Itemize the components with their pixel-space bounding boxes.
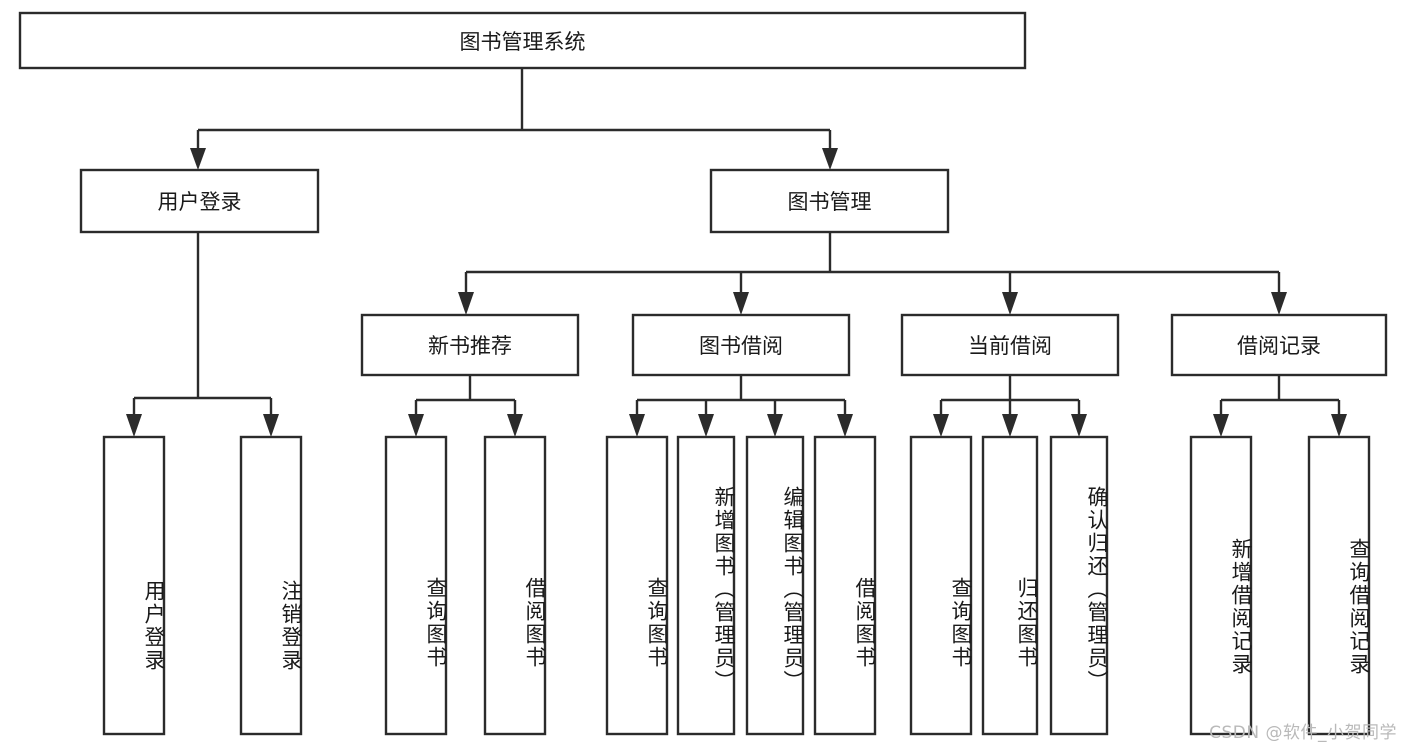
node-leaf-box-2[interactable] <box>384 435 448 736</box>
arrowhead-book-borrow <box>733 292 749 315</box>
arrowhead-nbr-query <box>408 414 424 437</box>
connector-group-new-book-rec <box>408 375 523 437</box>
arrowhead-bb-add <box>698 414 714 437</box>
node-leaf-box-11[interactable] <box>1189 435 1253 736</box>
node-leaf-box-9[interactable] <box>981 435 1039 736</box>
node-borrow-record-box[interactable] <box>1170 313 1388 377</box>
arrowhead-cb-confirm <box>1071 414 1087 437</box>
arrowhead-user-login <box>190 148 206 170</box>
connector-group-current-borrow <box>933 375 1087 437</box>
node-leaf-box-10[interactable] <box>1049 435 1109 736</box>
arrowhead-nbr-borrow <box>507 414 523 437</box>
arrowhead-br-query <box>1331 414 1347 437</box>
arrowhead-new-book-rec <box>458 292 474 315</box>
arrowhead-current-borrow <box>1002 292 1018 315</box>
node-leaf-box-5[interactable] <box>676 435 736 736</box>
arrowhead-bb-borrow <box>837 414 853 437</box>
node-leaf-box-4[interactable] <box>605 435 669 736</box>
node-book-borrow-box[interactable] <box>631 313 851 377</box>
node-leaf-box-1[interactable] <box>239 435 303 736</box>
arrowhead-br-add <box>1213 414 1229 437</box>
node-new-book-rec-box[interactable] <box>360 313 580 377</box>
arrowhead-leaf-logout <box>263 414 279 437</box>
connector-group-book-borrow <box>629 375 853 437</box>
node-leaf-box-0[interactable] <box>102 435 166 736</box>
arrowhead-borrow-record <box>1271 292 1287 315</box>
connector-group-user-login <box>126 232 279 437</box>
arrowhead-book-mgmt <box>822 148 838 170</box>
node-book-mgmt-box[interactable] <box>709 168 950 234</box>
node-leaf-box-7[interactable] <box>813 435 877 736</box>
node-root-box[interactable] <box>18 11 1027 70</box>
connector-group-root <box>190 68 838 170</box>
node-leaf-box-8[interactable] <box>909 435 973 736</box>
arrowhead-cb-return <box>1002 414 1018 437</box>
node-leaf-box-12[interactable] <box>1307 435 1371 736</box>
connector-group-book-mgmt <box>458 232 1287 315</box>
node-leaf-box-6[interactable] <box>745 435 805 736</box>
arrowhead-bb-edit <box>767 414 783 437</box>
arrowhead-bb-query <box>629 414 645 437</box>
connector-group-borrow-record <box>1213 375 1347 437</box>
arrowhead-cb-query <box>933 414 949 437</box>
arrowhead-leaf-user-login <box>126 414 142 437</box>
node-leaf-box-3[interactable] <box>483 435 547 736</box>
node-current-borrow-box[interactable] <box>900 313 1120 377</box>
node-user-login-box[interactable] <box>79 168 320 234</box>
